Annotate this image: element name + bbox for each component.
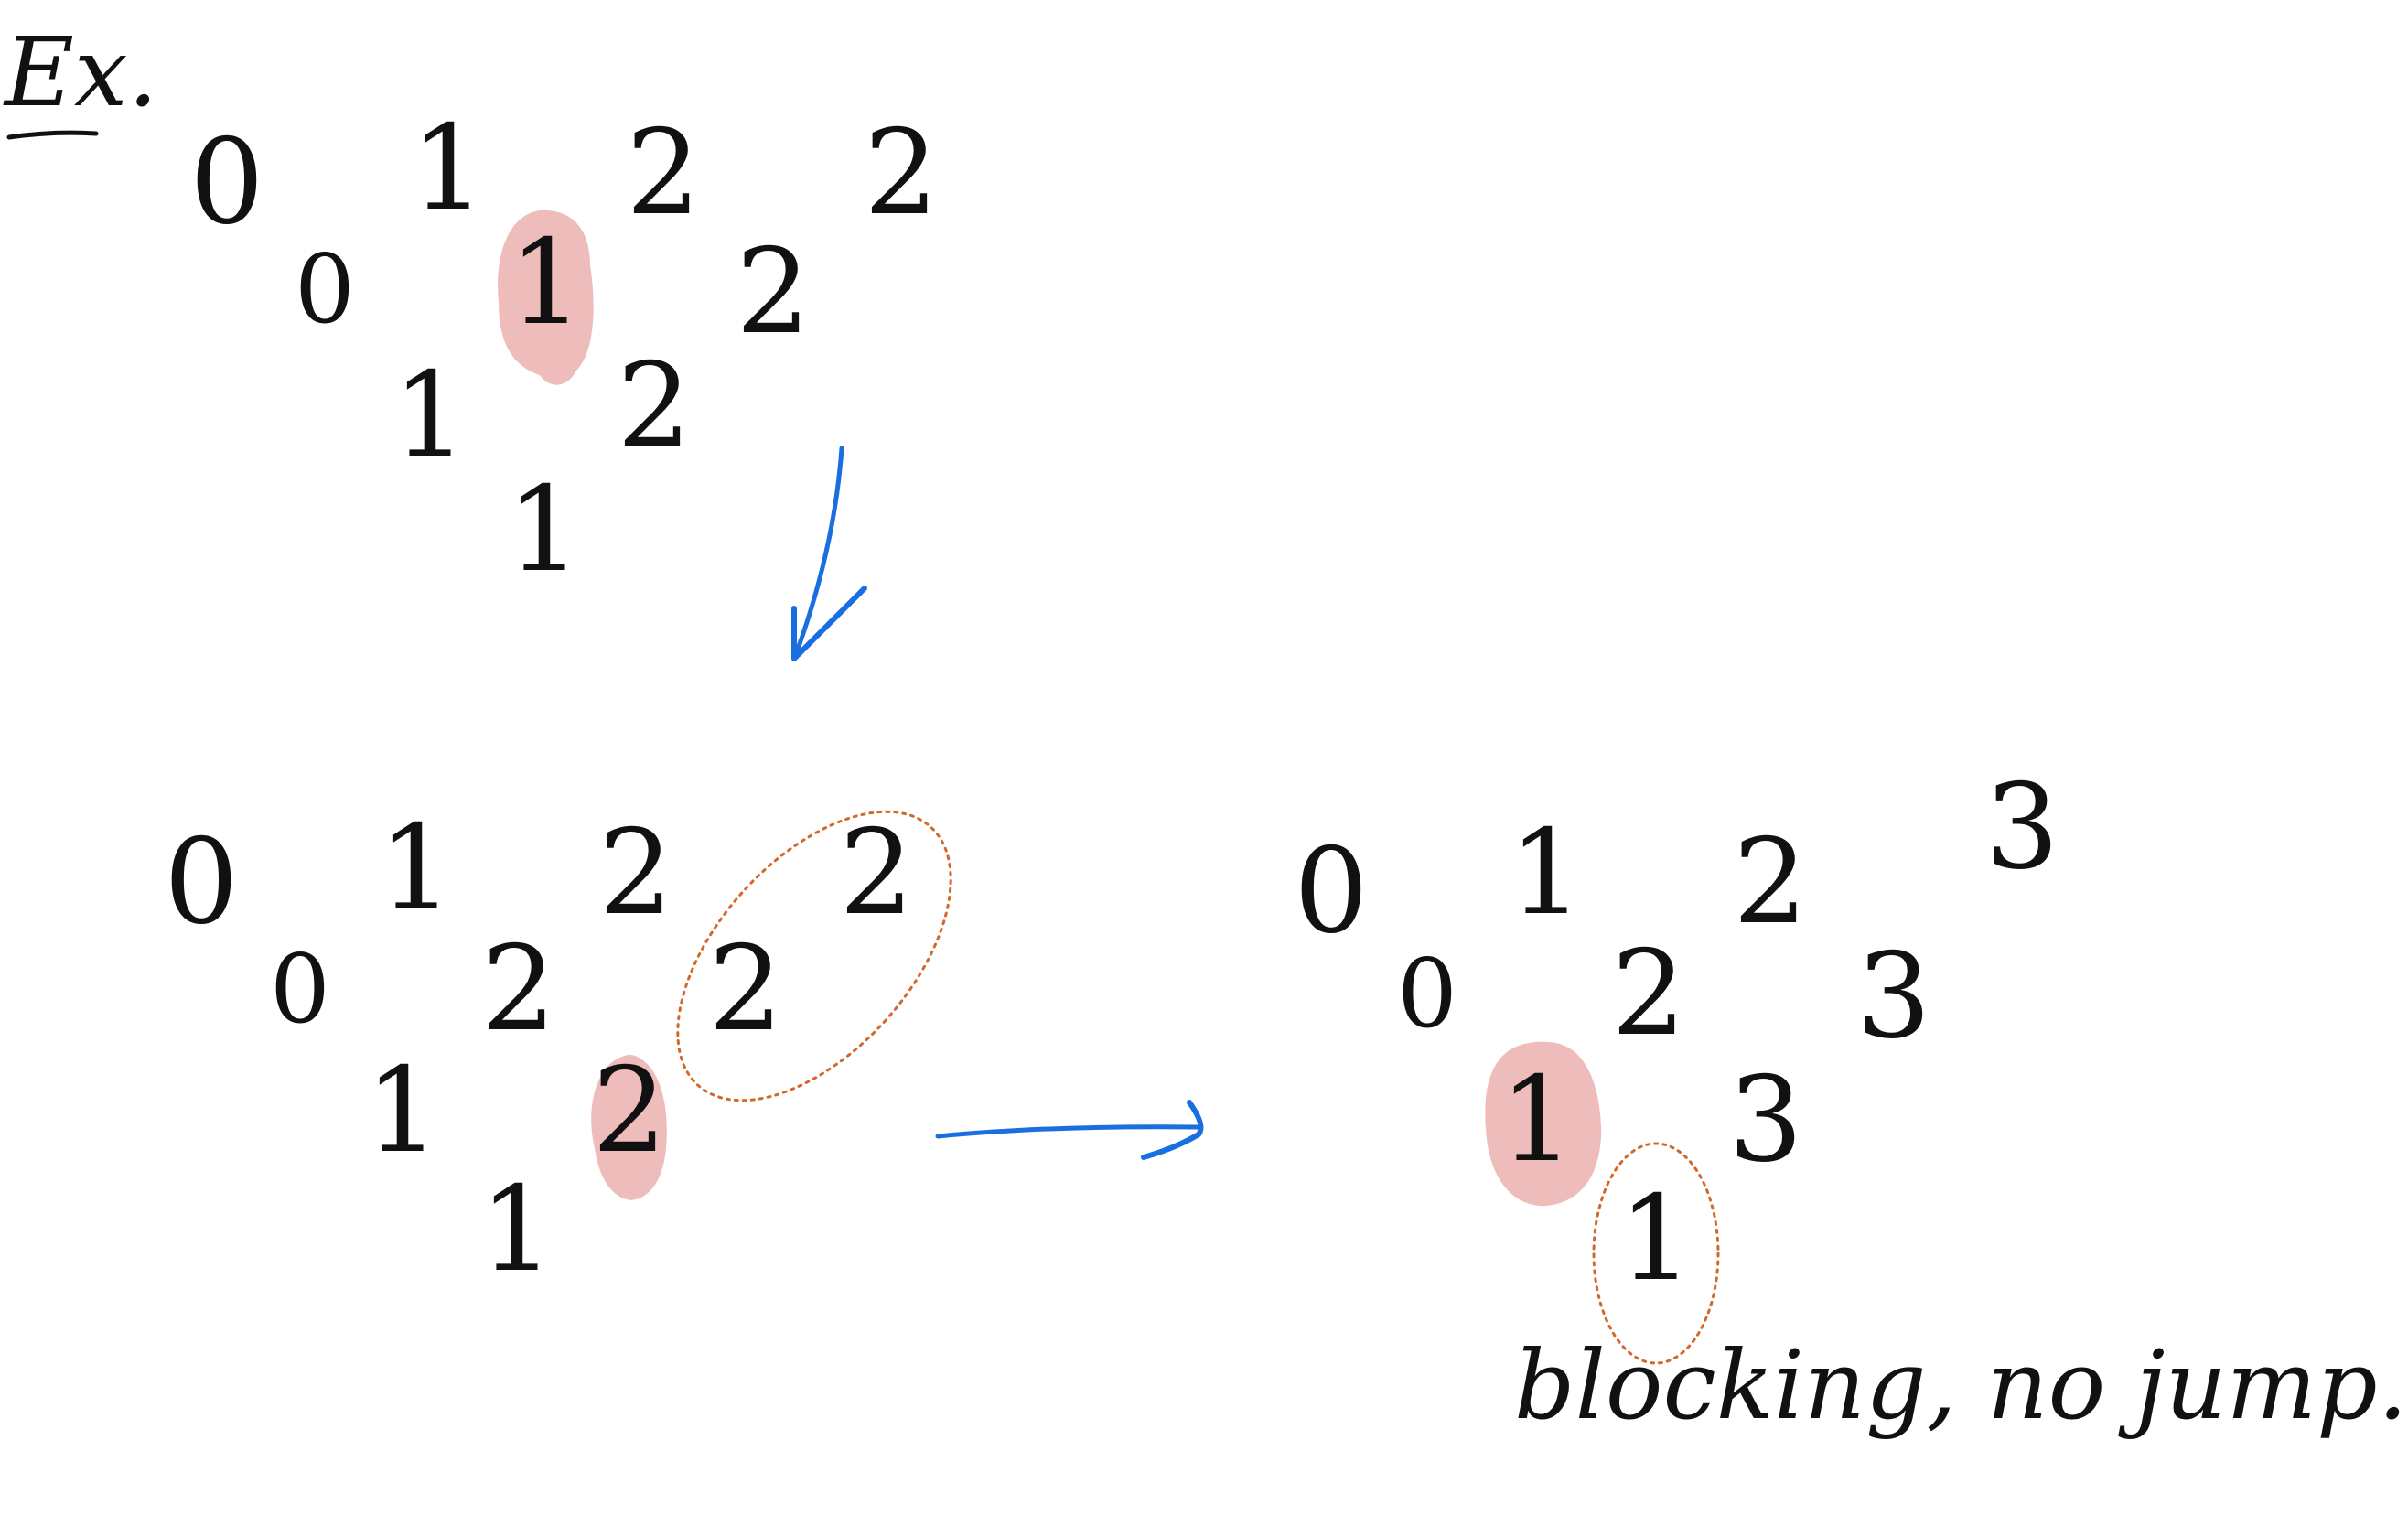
bottom-right-diagram: 0 1 2 3 0 2 3 1 3 1 bbox=[1294, 759, 2059, 1307]
right-arrow bbox=[935, 1100, 1204, 1160]
bottom-right-value-8: 3 bbox=[1728, 1052, 1802, 1188]
bottom-left-value-1: 1 bbox=[379, 801, 453, 937]
top-value-2: 2 bbox=[626, 105, 700, 242]
bottom-left-value-5: 2 bbox=[481, 921, 555, 1058]
right-arrow-shaft bbox=[935, 1124, 1201, 1139]
top-value-9: 1 bbox=[507, 462, 581, 598]
bottom-left-value-3: 2 bbox=[839, 805, 913, 941]
down-arrow-head bbox=[791, 586, 867, 661]
bottom-left-diagram: 0 1 2 2 0 2 2 1 2 1 bbox=[164, 801, 913, 1298]
top-value-7: 1 bbox=[392, 348, 467, 484]
bottom-right-value-5: 2 bbox=[1611, 926, 1685, 1062]
bottom-right-value-3: 3 bbox=[1984, 759, 2059, 896]
bottom-left-value-2: 2 bbox=[598, 805, 672, 941]
title-group: Ex. bbox=[3, 16, 158, 140]
dotted-circles bbox=[676, 810, 1720, 1365]
bottom-right-value-4: 0 bbox=[1397, 938, 1457, 1049]
bottom-right-value-1: 1 bbox=[1509, 805, 1583, 941]
bottom-right-value-7: 1 bbox=[1500, 1052, 1574, 1188]
right-arrow-head bbox=[1141, 1100, 1204, 1160]
bottom-right-dotted-circle bbox=[1592, 1142, 1720, 1365]
top-value-8: 2 bbox=[617, 339, 691, 475]
bottom-right-value-6: 3 bbox=[1856, 929, 1930, 1065]
down-arrow-shaft bbox=[793, 446, 844, 657]
bottom-left-value-9: 1 bbox=[479, 1162, 554, 1298]
top-diagram: 0 1 2 2 0 1 2 1 2 1 bbox=[189, 101, 938, 598]
bottom-left-highlight-blob bbox=[591, 1054, 667, 1200]
down-arrow bbox=[791, 446, 867, 661]
title-text: Ex. bbox=[3, 16, 158, 128]
highlights bbox=[498, 210, 1602, 1207]
bottom-left-value-0: 0 bbox=[164, 814, 238, 951]
top-value-1: 1 bbox=[411, 101, 485, 237]
bottom-right-value-2: 2 bbox=[1733, 814, 1807, 951]
bottom-right-highlight-blob bbox=[1485, 1041, 1602, 1207]
top-value-0: 0 bbox=[189, 114, 263, 251]
bottom-right-value-0: 0 bbox=[1294, 823, 1368, 960]
note-text: blocking, no jump. bbox=[1514, 1329, 2408, 1441]
top-value-6: 2 bbox=[736, 224, 810, 360]
bottom-left-value-6: 2 bbox=[708, 921, 782, 1058]
bottom-left-value-8: 2 bbox=[592, 1043, 666, 1179]
top-value-4: 0 bbox=[295, 233, 355, 345]
title-underline bbox=[6, 130, 99, 140]
bottom-left-value-7: 1 bbox=[365, 1043, 439, 1179]
bottom-right-value-9: 1 bbox=[1618, 1171, 1693, 1307]
bottom-left-value-4: 0 bbox=[270, 933, 330, 1045]
bottom-left-dotted-circle bbox=[676, 810, 952, 1102]
top-value-5: 1 bbox=[509, 215, 583, 351]
top-value-3: 2 bbox=[864, 105, 938, 242]
top-highlight-blob bbox=[498, 210, 594, 385]
